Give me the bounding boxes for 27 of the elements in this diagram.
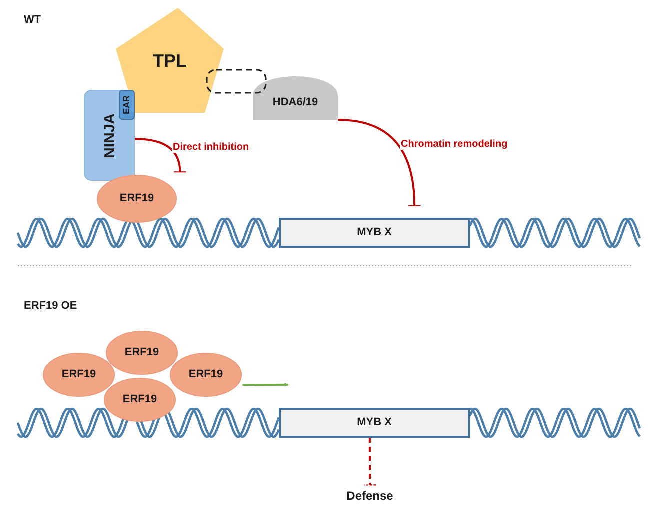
protein-ellipse xyxy=(97,175,177,223)
protein-ellipse xyxy=(104,378,176,422)
panel-label: ERF19 OE xyxy=(24,300,78,312)
protein-name: EAR xyxy=(122,96,132,114)
protein-dome xyxy=(253,76,338,120)
gene-box xyxy=(279,408,470,438)
protein-name: ERF19 xyxy=(188,370,224,380)
protein-ellipse xyxy=(170,353,242,397)
protein-box xyxy=(84,90,135,181)
protein-ellipse xyxy=(106,331,178,375)
protein-name: ERF19 xyxy=(62,370,96,380)
protein-name: HDA6/19 xyxy=(272,98,318,109)
protein-name: TPL xyxy=(153,52,187,70)
edge-label: Chromatin remodeling xyxy=(400,139,509,150)
edge-label: Direct inhibition xyxy=(172,142,250,153)
protein-name: ERF19 xyxy=(120,194,154,204)
protein-name: ERF19 xyxy=(124,348,160,358)
protein-name: ERF19 xyxy=(122,394,158,406)
domain-box xyxy=(119,90,135,120)
panel-label: WT xyxy=(24,14,42,26)
protein-name: NINJA xyxy=(102,113,117,158)
gene-name: MYB X xyxy=(357,228,392,238)
protein-ellipse xyxy=(43,353,115,397)
protein-pentagon xyxy=(116,8,224,113)
outcome-label: Defense xyxy=(346,490,394,502)
gene-box xyxy=(279,218,470,248)
gene-name: MYB X xyxy=(357,418,392,428)
